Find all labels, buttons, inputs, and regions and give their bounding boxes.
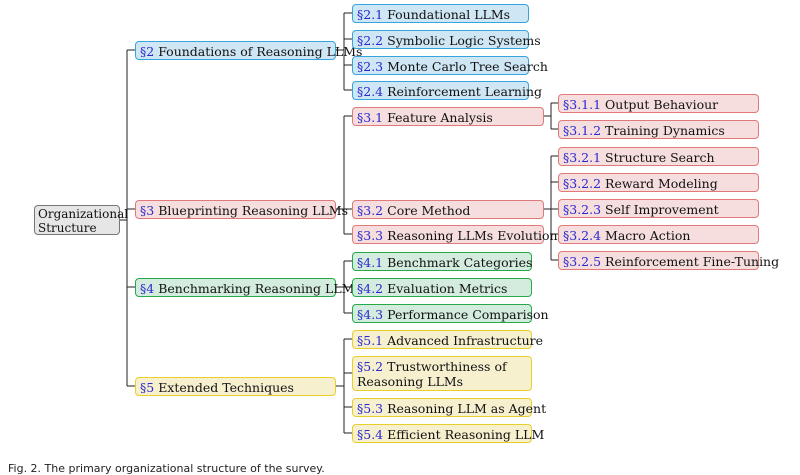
section-3-2-4-number: §3.2.4 <box>563 228 602 243</box>
section-3-2-label: Core Method <box>387 203 471 218</box>
section-2-label: Foundations of Reasoning LLMs <box>158 44 363 59</box>
section-5-3-node: §5.3 Reasoning LLM as Agent <box>352 398 546 417</box>
section-5-2-number: §5.2 <box>357 359 384 374</box>
section-2-4-label: Reinforcement Learning <box>387 84 543 99</box>
section-4-3-node: §4.3 Performance Comparison <box>352 304 549 323</box>
section-2-2-label: Symbolic Logic Systems <box>387 33 541 48</box>
section-3-2-3-label: Self Improvement <box>605 202 719 217</box>
section-2-3-node: §2.3 Monte Carlo Tree Search <box>352 56 548 75</box>
section-4-1-number: §4.1 <box>357 255 384 270</box>
section-3-2-5-node: §3.2.5 Reinforcement Fine-Tuning <box>558 251 779 270</box>
section-4-1-node: §4.1 Benchmark Categories <box>352 252 532 271</box>
section-3-1-2-node: §3.1.2 Training Dynamics <box>558 120 759 139</box>
section-4-number: §4 <box>140 281 155 296</box>
section-2-3-label: Monte Carlo Tree Search <box>387 59 548 74</box>
section-3-label: Blueprinting Reasoning LLMs <box>158 203 348 218</box>
section-2-node: §2 Foundations of Reasoning LLMs <box>135 41 362 60</box>
section-2-4-number: §2.4 <box>357 84 384 99</box>
section-2-1-number: §2.1 <box>357 7 384 22</box>
section-2-2-node: §2.2 Symbolic Logic Systems <box>352 30 541 49</box>
section-3-1-label: Feature Analysis <box>387 110 493 125</box>
root-node: Organizational Structure <box>34 205 128 235</box>
section-3-1-2-number: §3.1.2 <box>563 123 602 138</box>
section-3-2-1-number: §3.2.1 <box>563 150 602 165</box>
section-4-2-number: §4.2 <box>357 281 384 296</box>
section-3-2-1-label: Structure Search <box>605 150 715 165</box>
section-5-4-node: §5.4 Efficient Reasoning LLM <box>352 424 544 443</box>
section-2-4-node: §2.4 Reinforcement Learning <box>352 81 542 100</box>
section-3-1-node: §3.1 Feature Analysis <box>352 107 544 126</box>
section-4-3-number: §4.3 <box>357 307 384 322</box>
section-3-2-4-label: Macro Action <box>605 228 691 243</box>
section-3-2-4-node: §3.2.4 Macro Action <box>558 225 759 244</box>
section-5-1-number: §5.1 <box>357 333 384 348</box>
section-3-1-1-label: Output Behaviour <box>605 97 719 112</box>
section-3-1-number: §3.1 <box>357 110 384 125</box>
section-4-2-node: §4.2 Evaluation Metrics <box>352 278 532 297</box>
section-4-label: Benchmarking Reasoning LLMs <box>158 281 361 296</box>
section-5-number: §5 <box>140 380 155 395</box>
section-3-3-label: Reasoning LLMs Evolution <box>387 228 558 243</box>
root-label: Organizational Structure <box>38 207 129 235</box>
section-5-4-number: §5.4 <box>357 427 384 442</box>
section-4-2-label: Evaluation Metrics <box>387 281 508 296</box>
section-3-2-2-node: §3.2.2 Reward Modeling <box>558 173 759 192</box>
section-2-1-label: Foundational LLMs <box>387 7 511 22</box>
section-5-4-label: Efficient Reasoning LLM <box>387 427 545 442</box>
section-5-label: Extended Techniques <box>158 380 294 395</box>
section-5-node: §5 Extended Techniques <box>135 377 336 396</box>
section-3-1-2-label: Training Dynamics <box>605 123 725 138</box>
section-5-3-label: Reasoning LLM as Agent <box>387 401 547 416</box>
section-3-1-1-number: §3.1.1 <box>563 97 602 112</box>
section-5-1-node: §5.1 Advanced Infrastructure <box>352 330 543 349</box>
section-3-2-2-number: §3.2.2 <box>563 176 602 191</box>
section-5-2-node: §5.2 Trustworthiness of Reasoning LLMs <box>352 356 532 391</box>
section-2-3-number: §2.3 <box>357 59 384 74</box>
section-3-3-node: §3.3 Reasoning LLMs Evolution <box>352 225 558 244</box>
section-3-3-number: §3.3 <box>357 228 384 243</box>
section-5-1-label: Advanced Infrastructure <box>387 333 544 348</box>
section-5-3-number: §5.3 <box>357 401 384 416</box>
section-3-2-3-node: §3.2.3 Self Improvement <box>558 199 759 218</box>
section-3-1-1-node: §3.1.1 Output Behaviour <box>558 94 759 113</box>
section-2-1-node: §2.1 Foundational LLMs <box>352 4 529 23</box>
section-3-2-2-label: Reward Modeling <box>605 176 718 191</box>
section-3-2-5-label: Reinforcement Fine-Tuning <box>605 254 780 269</box>
section-3-number: §3 <box>140 203 155 218</box>
section-3-2-5-number: §3.2.5 <box>563 254 602 269</box>
section-5-2-label: Trustworthiness of Reasoning LLMs <box>357 359 507 389</box>
section-3-2-3-number: §3.2.3 <box>563 202 602 217</box>
section-3-node: §3 Blueprinting Reasoning LLMs <box>135 200 348 219</box>
section-4-1-label: Benchmark Categories <box>387 255 533 270</box>
section-2-number: §2 <box>140 44 155 59</box>
section-2-2-number: §2.2 <box>357 33 384 48</box>
section-3-2-1-node: §3.2.1 Structure Search <box>558 147 759 166</box>
section-3-2-node: §3.2 Core Method <box>352 200 544 219</box>
section-4-node: §4 Benchmarking Reasoning LLMs <box>135 278 361 297</box>
section-3-2-number: §3.2 <box>357 203 384 218</box>
section-4-3-label: Performance Comparison <box>387 307 549 322</box>
figure-caption: Fig. 2. The primary organizational struc… <box>8 462 325 475</box>
